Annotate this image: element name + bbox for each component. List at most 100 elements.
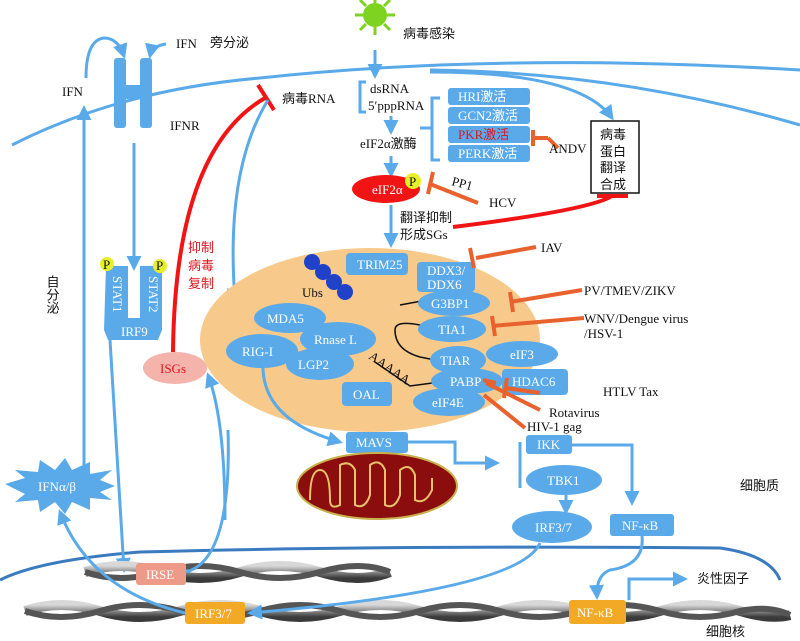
hcv-label: HCV bbox=[489, 195, 517, 210]
ddx-label: DDX3/ bbox=[427, 263, 466, 278]
mavs-node bbox=[346, 432, 408, 453]
svg-text:IRSE: IRSE bbox=[146, 567, 174, 582]
paracrine-label: 旁分泌 bbox=[210, 35, 249, 50]
tbk1-node bbox=[526, 465, 602, 495]
andv-label: ANDV bbox=[549, 141, 587, 156]
rig-i-label: RIG-I bbox=[242, 344, 273, 359]
ubiquitin-chain-icon bbox=[304, 254, 353, 300]
stat2-label: STAT2 bbox=[146, 276, 161, 313]
rotavirus-label: Rotavirus bbox=[549, 405, 600, 420]
ifnr-receptor-icon bbox=[114, 58, 152, 128]
ikk-node bbox=[526, 435, 572, 454]
phospho-stat1-icon bbox=[100, 257, 114, 271]
tiar-node bbox=[430, 346, 486, 374]
tia1-label: TIA1 bbox=[438, 322, 466, 337]
svg-text:P: P bbox=[103, 257, 110, 272]
mda5-node bbox=[254, 303, 326, 333]
irse-node bbox=[136, 563, 186, 585]
svg-text:P: P bbox=[409, 174, 416, 189]
ifnab-node bbox=[5, 458, 115, 514]
rnase-l-node bbox=[300, 322, 376, 356]
nucleus-label: 细胞核 bbox=[706, 624, 745, 639]
dna-strand-lower bbox=[23, 600, 792, 622]
g3bp1-node bbox=[418, 290, 490, 316]
cell-membrane bbox=[11, 61, 800, 147]
svg-text:蛋白: 蛋白 bbox=[600, 144, 626, 159]
g3bp1-label: G3BP1 bbox=[431, 296, 469, 311]
kinase-list: HRI激活 GCN2激活 PKR激活 PERK激活 bbox=[448, 88, 530, 162]
tiar-label: TIAR bbox=[440, 353, 471, 368]
svg-text:TBK1: TBK1 bbox=[547, 473, 580, 488]
irf9-label: IRF9 bbox=[121, 324, 148, 339]
oal-node bbox=[342, 382, 392, 406]
nfkb-node bbox=[610, 514, 674, 536]
pabp-label: PABP bbox=[450, 374, 481, 389]
wnv-label-1: WNV/Dengue virus bbox=[584, 311, 688, 326]
viral-protein-synthesis-box bbox=[590, 120, 640, 194]
kinase-box bbox=[448, 126, 530, 143]
kinase-box bbox=[448, 145, 530, 162]
svg-text:eIF2α: eIF2α bbox=[372, 182, 403, 197]
inhibit-replication-2: 病毒 bbox=[188, 258, 214, 273]
svg-text:病毒: 病毒 bbox=[600, 127, 626, 142]
trim25-label: TRIM25 bbox=[357, 257, 403, 272]
irf37-dna-node bbox=[185, 602, 245, 624]
eif4e-label: eIF4E bbox=[432, 395, 464, 410]
svg-text:IRF3/7: IRF3/7 bbox=[535, 520, 572, 535]
inhibition-lines bbox=[468, 245, 585, 430]
kinase-box bbox=[448, 88, 530, 105]
kinase-label: PKR激活 bbox=[458, 127, 509, 142]
ddx-node bbox=[417, 262, 475, 292]
pv-label: PV/TMEV/ZIKV bbox=[584, 283, 676, 298]
oal-label: OAL bbox=[353, 387, 380, 402]
phospho-eif2a-icon bbox=[405, 173, 421, 189]
iav-label: IAV bbox=[541, 240, 563, 255]
eif3-label: eIF3 bbox=[510, 347, 534, 362]
lgp2-node bbox=[286, 348, 354, 380]
stat1-label: STAT1 bbox=[110, 276, 125, 313]
wnv-label-2: /HSV-1 bbox=[584, 326, 623, 341]
ppprna-label: 5′pppRNA bbox=[368, 98, 425, 113]
nfkb-dna-node bbox=[569, 600, 626, 624]
cell-membrane-inner bbox=[429, 68, 800, 127]
translation-inhibit-label-2: 形成SGs bbox=[400, 227, 448, 242]
dsrna-label: dsRNA bbox=[370, 81, 410, 96]
svg-text:ISGs: ISGs bbox=[160, 361, 186, 376]
kinase-box bbox=[448, 107, 530, 124]
trim25-node bbox=[346, 253, 408, 275]
stat-complex bbox=[100, 257, 167, 340]
ddx6-label: DDX6 bbox=[427, 277, 462, 292]
svg-text:IKK: IKK bbox=[537, 437, 561, 452]
viral-rna-label: 病毒RNA bbox=[282, 91, 336, 106]
svg-text:自分泌: 自分泌 bbox=[45, 275, 60, 314]
kinase-label: HRI激活 bbox=[458, 89, 506, 104]
kinase-label: GCN2激活 bbox=[458, 108, 518, 123]
svg-text:NF-κB: NF-κB bbox=[577, 605, 613, 620]
kinase-label: PERK激活 bbox=[458, 146, 517, 161]
svg-text:MAVS: MAVS bbox=[356, 435, 392, 450]
ifn-paracrine-label: IFN bbox=[176, 36, 198, 51]
irf37-node bbox=[512, 511, 592, 543]
svg-text:翻译: 翻译 bbox=[600, 160, 626, 175]
svg-text:NF-κB: NF-κB bbox=[622, 518, 658, 533]
mitochondrion-icon bbox=[296, 452, 458, 520]
pabp-node bbox=[431, 368, 503, 394]
cytoplasm-label: 细胞质 bbox=[740, 478, 779, 493]
svg-text:IRF3/7: IRF3/7 bbox=[195, 606, 232, 621]
eif4e-node bbox=[413, 388, 485, 416]
svg-text:IFNα/β: IFNα/β bbox=[38, 479, 76, 494]
nuclear-membrane bbox=[0, 545, 782, 582]
virus-infection-label: 病毒感染 bbox=[403, 26, 455, 41]
rnase-l-label: Rnase L bbox=[314, 332, 357, 347]
tia1-node bbox=[418, 316, 486, 342]
ifn-autocrine-label: IFN bbox=[62, 84, 84, 99]
phospho-stat2-icon bbox=[153, 259, 167, 273]
ubs-label: Ubs bbox=[302, 285, 323, 300]
inhibit-replication-3: 复制 bbox=[188, 276, 214, 291]
svg-text:合成: 合成 bbox=[600, 177, 626, 192]
svg-text:P: P bbox=[156, 258, 163, 273]
pp1-label: PP1 bbox=[450, 173, 474, 193]
eif3-node bbox=[486, 341, 558, 367]
rig-i-node bbox=[226, 334, 298, 368]
